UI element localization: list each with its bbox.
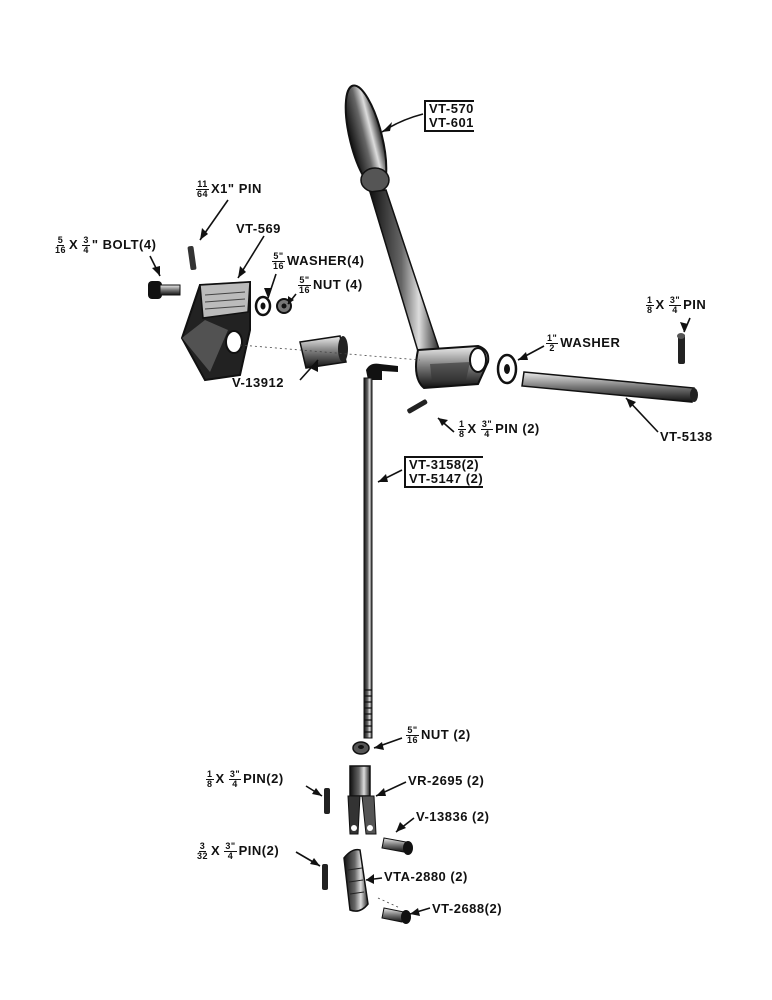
pin-right-part: [677, 333, 685, 364]
nut-part: [276, 298, 292, 314]
leader-lines: [149, 113, 691, 915]
label-vt569: VT-569: [236, 221, 281, 236]
label-vt3158-vt5147: VT-3158(2) VT-5147 (2): [404, 456, 484, 488]
pin-under-hub-part: [407, 399, 428, 414]
handle-knob: [344, 84, 390, 193]
rod-part: [363, 363, 398, 739]
nut-lower-part: [352, 741, 370, 755]
washer-part: [254, 295, 272, 317]
bracket-vt569: [180, 280, 251, 382]
bottom-pin-part: [381, 907, 411, 924]
lever-hub: [415, 344, 490, 390]
label-v13836: V-13836 (2): [416, 809, 490, 824]
grip-part: [343, 848, 369, 912]
label-vt2688: VT-2688(2): [432, 901, 503, 916]
pin-332-part: [322, 864, 328, 890]
lever-arm: [369, 189, 441, 359]
label-vt5147: VT-5147 (2): [409, 471, 484, 486]
label-vt601: VT-601: [429, 115, 474, 130]
pin-11-64-part: [187, 245, 197, 271]
assembly-axis-line-2: [377, 897, 401, 909]
half-washer-part: [496, 353, 518, 385]
fraction-5-16: 5"16: [272, 251, 285, 271]
clevis-pin-part: [381, 837, 413, 855]
sleeve-part: [299, 335, 348, 369]
clevis-part: [347, 765, 377, 835]
label-vta2880: VTA-2880 (2): [384, 869, 468, 884]
label-vr2695: VR-2695 (2): [408, 773, 485, 788]
bolt-part: [148, 281, 181, 299]
label-vt5138: VT-5138: [660, 429, 713, 444]
assembly-axis-line: [239, 344, 421, 361]
label-v13912: V-13912: [232, 375, 284, 390]
fraction-5-16: 5"16: [298, 275, 311, 295]
label-vt570: VT-570: [429, 101, 474, 116]
label-vt3158: VT-3158(2): [409, 457, 480, 472]
leader-arrowheads: [152, 122, 688, 916]
shaft-part: [521, 371, 698, 403]
pin-left-part: [324, 788, 330, 814]
label-vt570-vt601: VT-570 VT-601: [424, 100, 474, 132]
